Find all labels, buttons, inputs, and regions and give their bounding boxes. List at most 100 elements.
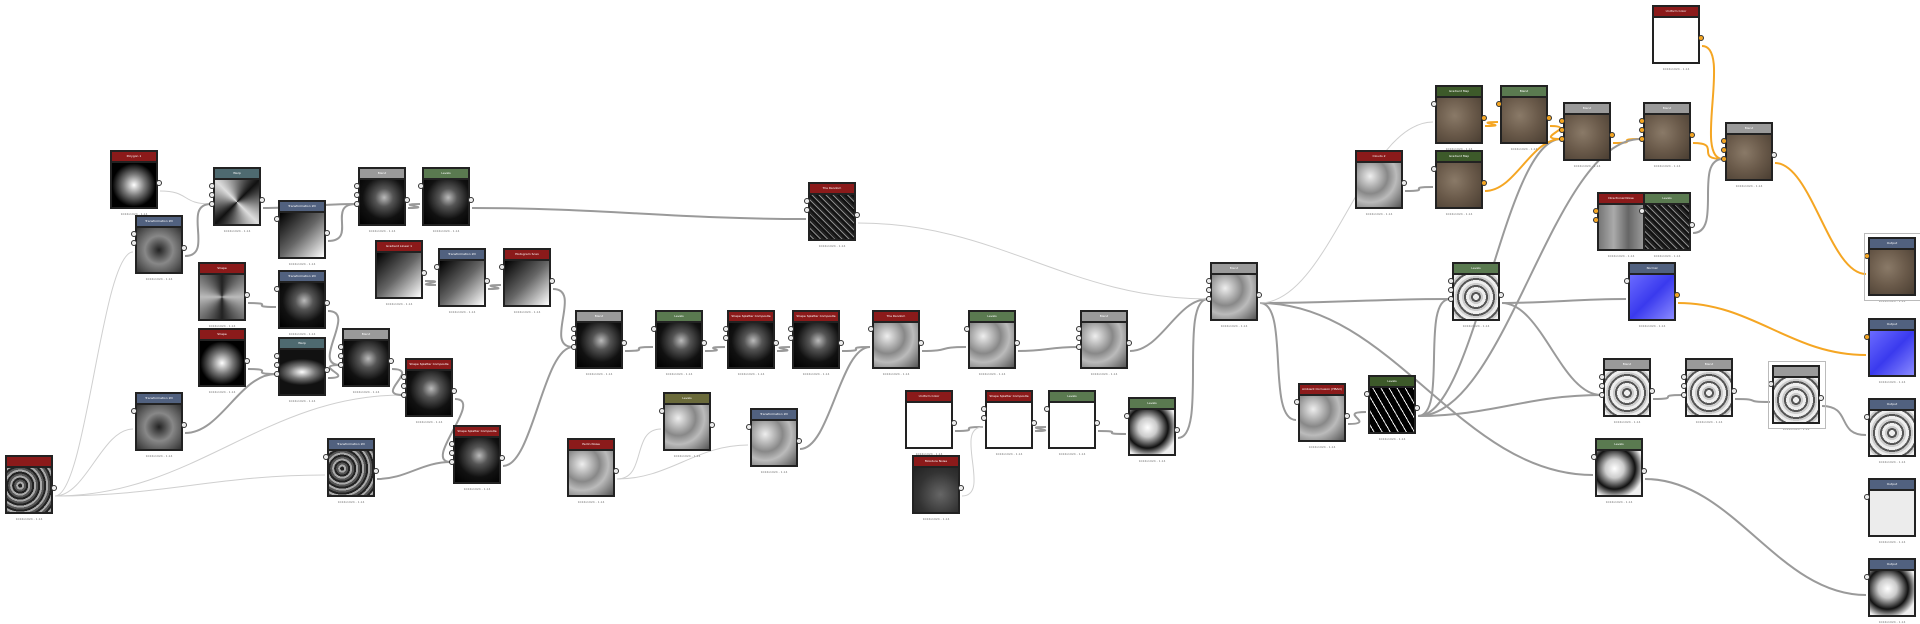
input-pin[interactable] bbox=[274, 362, 280, 368]
output-pin[interactable] bbox=[1126, 340, 1132, 346]
input-pin[interactable] bbox=[1206, 278, 1212, 284]
connection-wire[interactable] bbox=[1821, 405, 1867, 436]
input-pin[interactable] bbox=[209, 192, 215, 198]
output-pin[interactable] bbox=[1344, 413, 1350, 419]
connection-wire[interactable] bbox=[327, 364, 341, 379]
input-pin[interactable] bbox=[1294, 399, 1300, 405]
input-pin[interactable] bbox=[274, 371, 280, 377]
input-pin[interactable] bbox=[571, 335, 577, 341]
input-pin[interactable] bbox=[746, 424, 752, 430]
connection-wire[interactable] bbox=[1652, 394, 1684, 400]
connection-wire[interactable] bbox=[327, 310, 341, 366]
connection-wire[interactable] bbox=[376, 461, 452, 480]
connection-wire[interactable] bbox=[54, 394, 404, 497]
connection-wire[interactable] bbox=[391, 368, 404, 396]
connection-wire[interactable] bbox=[1484, 121, 1499, 127]
input-pin[interactable] bbox=[723, 326, 729, 332]
connection-wire[interactable] bbox=[247, 302, 277, 308]
output-pin[interactable] bbox=[854, 212, 860, 218]
input-pin[interactable] bbox=[1721, 138, 1727, 144]
output-pin[interactable] bbox=[51, 485, 57, 491]
connection-wire[interactable] bbox=[954, 426, 984, 432]
input-pin[interactable] bbox=[274, 216, 280, 222]
output-pin[interactable] bbox=[951, 420, 957, 426]
input-pin[interactable] bbox=[964, 326, 970, 332]
connection-wire[interactable] bbox=[624, 346, 654, 352]
input-pin[interactable] bbox=[209, 183, 215, 189]
output-pin[interactable] bbox=[468, 197, 474, 203]
input-pin[interactable] bbox=[1364, 391, 1370, 397]
input-pin[interactable] bbox=[981, 406, 987, 412]
input-pin[interactable] bbox=[1496, 101, 1502, 107]
connection-wire[interactable] bbox=[552, 288, 574, 348]
output-pin[interactable] bbox=[1641, 468, 1647, 474]
output-pin[interactable] bbox=[773, 340, 779, 346]
input-pin[interactable] bbox=[131, 240, 137, 246]
output-pin[interactable] bbox=[958, 485, 964, 491]
input-pin[interactable] bbox=[1681, 392, 1687, 398]
connection-wire[interactable] bbox=[799, 346, 871, 450]
input-pin[interactable] bbox=[499, 264, 505, 270]
input-pin[interactable] bbox=[449, 459, 455, 465]
connection-wire[interactable] bbox=[1701, 45, 1724, 160]
connection-wire[interactable] bbox=[159, 190, 212, 205]
input-pin[interactable] bbox=[354, 201, 360, 207]
input-pin[interactable] bbox=[449, 450, 455, 456]
output-pin[interactable] bbox=[1014, 340, 1020, 346]
connection-wire[interactable] bbox=[841, 346, 871, 352]
output-pin[interactable] bbox=[1414, 405, 1420, 411]
output-pin[interactable] bbox=[1698, 35, 1704, 41]
input-pin[interactable] bbox=[1206, 287, 1212, 293]
connection-wire[interactable] bbox=[1692, 158, 1724, 234]
connection-wire[interactable] bbox=[1734, 398, 1771, 403]
input-pin[interactable] bbox=[131, 231, 137, 237]
input-pin[interactable] bbox=[131, 408, 137, 414]
output-pin[interactable] bbox=[1546, 115, 1552, 121]
output-pin[interactable] bbox=[1031, 420, 1037, 426]
output-pin[interactable] bbox=[1094, 420, 1100, 426]
output-pin[interactable] bbox=[388, 358, 394, 364]
output-pin[interactable] bbox=[1731, 388, 1737, 394]
output-pin[interactable] bbox=[701, 340, 707, 346]
input-pin[interactable] bbox=[1559, 118, 1565, 124]
output-pin[interactable] bbox=[404, 197, 410, 203]
input-pin[interactable] bbox=[1864, 334, 1870, 340]
input-pin[interactable] bbox=[1721, 156, 1727, 162]
connection-wire[interactable] bbox=[1259, 302, 1297, 421]
connection-wire[interactable] bbox=[1484, 138, 1562, 192]
output-pin[interactable] bbox=[421, 270, 427, 276]
output-pin[interactable] bbox=[709, 422, 715, 428]
input-pin[interactable] bbox=[723, 335, 729, 341]
input-pin[interactable] bbox=[1124, 413, 1130, 419]
input-pin[interactable] bbox=[323, 454, 329, 460]
output-pin[interactable] bbox=[1401, 180, 1407, 186]
